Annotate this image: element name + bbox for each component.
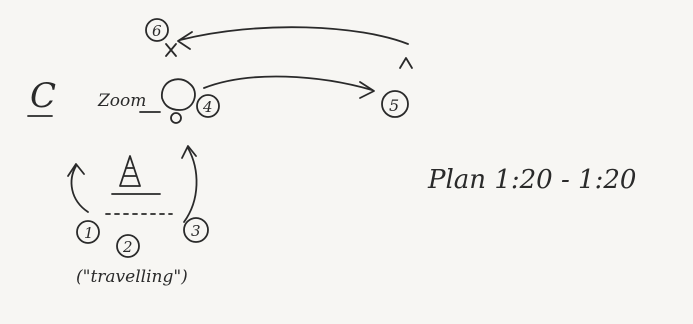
marker-3-label: 3 — [191, 222, 201, 240]
marker-2-label: 2 — [122, 238, 133, 256]
marker-3-circle — [183, 217, 209, 243]
marker-2-circle — [116, 234, 140, 258]
page-letter: C — [30, 76, 56, 116]
tent-hatching — [123, 167, 137, 177]
marker-1-circle — [76, 220, 100, 244]
arrowhead-5 — [359, 81, 375, 99]
marker-4-circle — [196, 94, 220, 118]
arrow-right-up — [183, 147, 198, 223]
arrowhead-right — [181, 145, 197, 159]
camera-x-6 — [165, 43, 177, 57]
arrowhead-left — [67, 163, 85, 177]
scale-note: Plan 1:20 - 1:20 — [427, 165, 636, 195]
marker-6-label: 6 — [152, 22, 162, 40]
camera-mark-5 — [399, 57, 413, 69]
arrow-left-up — [70, 165, 89, 213]
body-figure — [170, 112, 182, 124]
arrow-to-5 — [203, 75, 373, 91]
marker-4-label: 4 — [202, 98, 213, 116]
arrowhead-6 — [177, 31, 193, 50]
zoom-label: Zoom — [97, 91, 146, 111]
arrow-to-6 — [179, 26, 409, 45]
marker-5-label: 5 — [389, 96, 399, 115]
head-figure — [161, 78, 196, 111]
marker-5-circle — [381, 90, 409, 118]
tent-figure — [119, 155, 141, 187]
marker-1-label: 1 — [84, 224, 94, 242]
caption-travelling: ("travelling") — [76, 267, 188, 287]
marker-6-circle — [145, 18, 169, 42]
